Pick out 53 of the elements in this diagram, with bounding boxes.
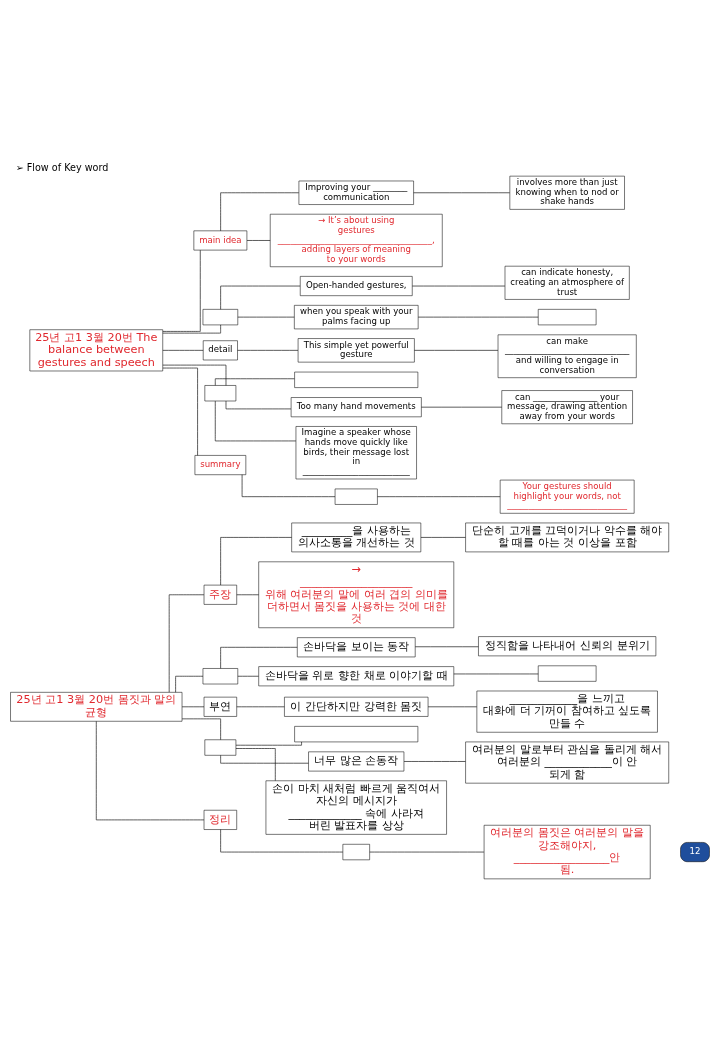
node-box: 25년 고1 3월 20번 The balance between gestures and speech xyxy=(29,329,163,372)
node-box: 너무 많은 손동작 xyxy=(308,751,405,772)
connector xyxy=(162,324,221,334)
node-box: → ____________________ 위해 여러분의 말에 여러 겹의 의미를 더하면서 몸짓을 사용하는 것에 대한 것 xyxy=(258,561,455,628)
node-box: 여러분의 말로부터 관심을 돌리게 해서 여러분의 ____________이 안 되게 함 xyxy=(465,741,669,784)
diagram-title: ➢ Flow of Key word xyxy=(15,162,109,174)
node-box: 단순히 고개를 끄덕이거나 악수를 해야 할 때를 아는 것 이상을 포함 xyxy=(465,522,669,553)
node-box: can make _____________________________ and willing to engage in conversation xyxy=(497,334,637,378)
node-box: main idea xyxy=(193,230,248,251)
node-box xyxy=(204,385,237,402)
node-box: Improving your ________ communication xyxy=(298,180,414,205)
node-box xyxy=(202,309,239,326)
node-box: detail xyxy=(202,340,238,361)
node-box: when you speak with your palms facing up xyxy=(294,305,419,330)
node-box: Imagine a speaker whose hands move quickly like birds, their message lost in _________________________ xyxy=(295,426,417,480)
node-box: 정리 xyxy=(203,810,237,830)
node-box xyxy=(294,371,419,388)
node-box xyxy=(334,488,378,505)
node-box: 부연 xyxy=(203,696,237,717)
node-box: → It’s about using gestures ____________________________________, adding layers of meaning to your words xyxy=(269,213,443,267)
connector xyxy=(235,741,302,746)
connector xyxy=(220,192,300,232)
node-box: 손이 마치 새처럼 빠르게 움직여서 자신의 메시지가 _____________ 속에 사라져 버린 발표자를 상상 xyxy=(265,780,447,835)
connector xyxy=(220,755,309,764)
node-box: Too many hand movements xyxy=(290,397,422,418)
node-box: 정직함을 나타내어 신뢰의 분위기 xyxy=(478,636,657,657)
node-box: Your gestures should highlight your words, not ____________________________ xyxy=(499,479,635,514)
node-box: 손바닥을 위로 향한 채로 이야기할 때 xyxy=(258,666,455,687)
node-box: can indicate honesty, creating an atmosphere of trust xyxy=(504,265,630,300)
label: 12 xyxy=(689,846,701,857)
node-box: involves more than just knowing when to nod or shake hands xyxy=(509,175,625,210)
node-box: Open-handed gestures, xyxy=(299,276,413,296)
node-box: 손바닥을 보이는 동작 xyxy=(297,637,416,658)
node-box: 이 간단하지만 강력한 몸짓 xyxy=(284,696,429,717)
node-box xyxy=(537,665,597,682)
node-box: _________을 사용하는 의사소통을 개선하는 것 xyxy=(291,522,422,553)
node-box: can _______________ your message, drawing attention away from your words xyxy=(501,390,633,425)
connector xyxy=(220,537,292,586)
node-box xyxy=(202,668,239,685)
connector xyxy=(235,748,276,781)
node-box xyxy=(294,726,419,743)
node-box: ____________을 느끼고 대화에 더 기꺼이 참여하고 싶도록 만들 수 xyxy=(476,690,658,733)
node-box: This simple yet powerful gesture xyxy=(297,338,415,363)
node-box: 주장 xyxy=(203,584,237,605)
connector xyxy=(403,761,466,762)
node-box: summary xyxy=(194,455,247,475)
node-box: 25년 고1 3월 20번 몸짓과 말의 균형 xyxy=(10,692,183,722)
node-box xyxy=(342,844,370,861)
node-box xyxy=(537,309,597,326)
connector xyxy=(246,240,271,241)
node-box: 여러분의 몸짓은 여러분의 말을 강조해야지, _________________안 됨. xyxy=(483,825,651,880)
node-box xyxy=(204,739,237,756)
connector xyxy=(420,537,466,538)
